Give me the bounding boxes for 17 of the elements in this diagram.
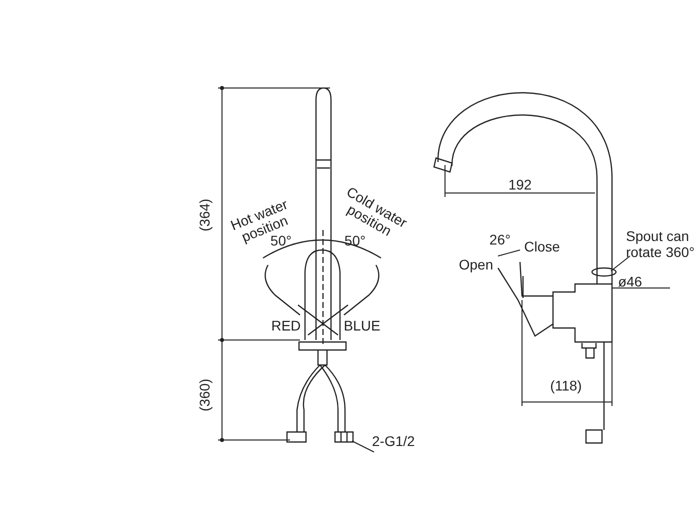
dimension-label: Close [524, 240, 560, 254]
dimension-label: (364) [198, 198, 212, 232]
callout-text: Spout can rotate 360° [626, 228, 700, 260]
dimension-label: Open [458, 258, 494, 272]
hose-nut [334, 431, 354, 443]
dimension-label: (118) [550, 378, 582, 394]
dimension-label: RED [271, 318, 301, 334]
dimension-label: 26° [489, 232, 511, 248]
callout-text: 2-G1/2 [372, 433, 442, 449]
dimension-label: ø46 [618, 274, 642, 290]
dimension-label: 50° [344, 234, 366, 248]
dimension-label: BLUE [344, 318, 380, 334]
rotation-ring-marker [591, 267, 617, 277]
leader-line [610, 256, 630, 272]
dimension-label: (360) [198, 378, 212, 412]
dimension-label: 192 [508, 178, 532, 192]
leader-line [352, 440, 374, 452]
